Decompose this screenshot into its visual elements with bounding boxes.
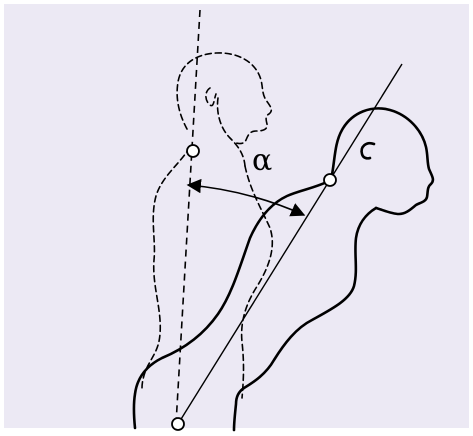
angle-alpha-label: α xyxy=(252,143,272,178)
vertical-reference-line xyxy=(176,10,200,424)
posture-diagram: α xyxy=(4,4,473,436)
body-axis-line xyxy=(178,64,402,424)
angle-arc xyxy=(188,185,304,215)
leaning-shoulder-marker xyxy=(324,174,336,186)
hip-pivot-marker xyxy=(172,418,184,430)
upright-shoulder-marker xyxy=(187,145,199,157)
upright-dashed-silhouette xyxy=(142,53,272,398)
